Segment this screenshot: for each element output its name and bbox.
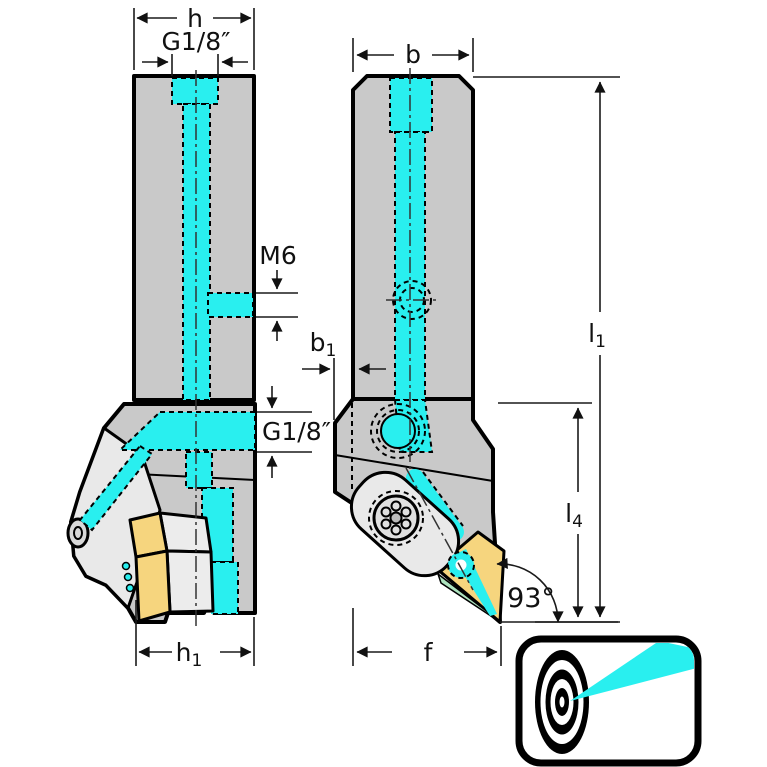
coolant-counterbore	[380, 413, 416, 449]
dimension-label-g18-top: G1/8″	[162, 27, 231, 56]
dimension-g18-side: G1/8″	[257, 386, 331, 478]
clamp-screw-icon	[66, 517, 90, 549]
dimension-b: b	[352, 38, 474, 72]
dimension-h1: h1	[135, 600, 255, 671]
dimension-b1: b1	[302, 328, 386, 420]
dimension-label-b: b	[405, 40, 421, 69]
coolant-entry-side	[389, 77, 433, 133]
coolant-plug-m6	[207, 292, 254, 318]
insert-front-bottom	[134, 549, 172, 623]
nozzle-dot-icon	[121, 561, 131, 571]
coolant-beam-icon	[570, 643, 694, 701]
coolant-nozzle-bore	[455, 559, 467, 571]
target-icon	[535, 650, 589, 754]
dimension-angle-93: 93°	[496, 557, 564, 623]
coolant-step-3	[210, 561, 239, 615]
centerline-slot	[405, 467, 474, 591]
coolant-branch-to-nose	[78, 444, 154, 532]
dimension-h: h	[133, 4, 255, 70]
dimension-label-h: h	[187, 4, 203, 33]
dimension-m6: M6	[256, 241, 298, 341]
dimension-label-g18-side: G1/8″	[262, 417, 331, 446]
hidden-cross-hole-outer	[392, 280, 432, 320]
dimension-label-h1: h1	[176, 638, 203, 671]
nozzle-dot-icon	[125, 583, 135, 593]
torx-socket-icon	[380, 500, 412, 536]
dimension-l4: l4	[498, 402, 592, 618]
dimension-l1: l1	[473, 76, 620, 623]
nozzle-dot-icon	[123, 572, 133, 582]
coolant-step-1	[185, 451, 213, 489]
coolant-counterbore-ring	[376, 409, 420, 453]
coolant-entry-front	[171, 77, 219, 105]
precision-cooling-logo	[515, 635, 702, 767]
coolant-counterbore-ring	[370, 403, 426, 459]
dimension-label-l1: l1	[588, 319, 606, 352]
dimension-f: f	[352, 608, 502, 667]
insert-holder-face	[158, 511, 213, 554]
front-view	[66, 70, 257, 630]
insert-front-top	[128, 511, 169, 559]
dimension-label-m6: M6	[259, 241, 296, 270]
coolant-cross-bore-front	[117, 411, 256, 451]
dimension-g18-top: G1/8″	[142, 27, 248, 76]
dimension-label-angle: 93°	[507, 583, 555, 614]
insert-holder-face	[165, 549, 215, 614]
dimension-label-l4: l4	[565, 499, 583, 532]
side-view	[333, 68, 618, 624]
dimension-label-f: f	[424, 638, 434, 667]
clamp-screw-socket-icon	[73, 526, 83, 540]
screw-thread-hidden	[368, 490, 424, 546]
dimension-label-b1: b1	[310, 328, 337, 361]
side-face-edge	[334, 454, 494, 482]
